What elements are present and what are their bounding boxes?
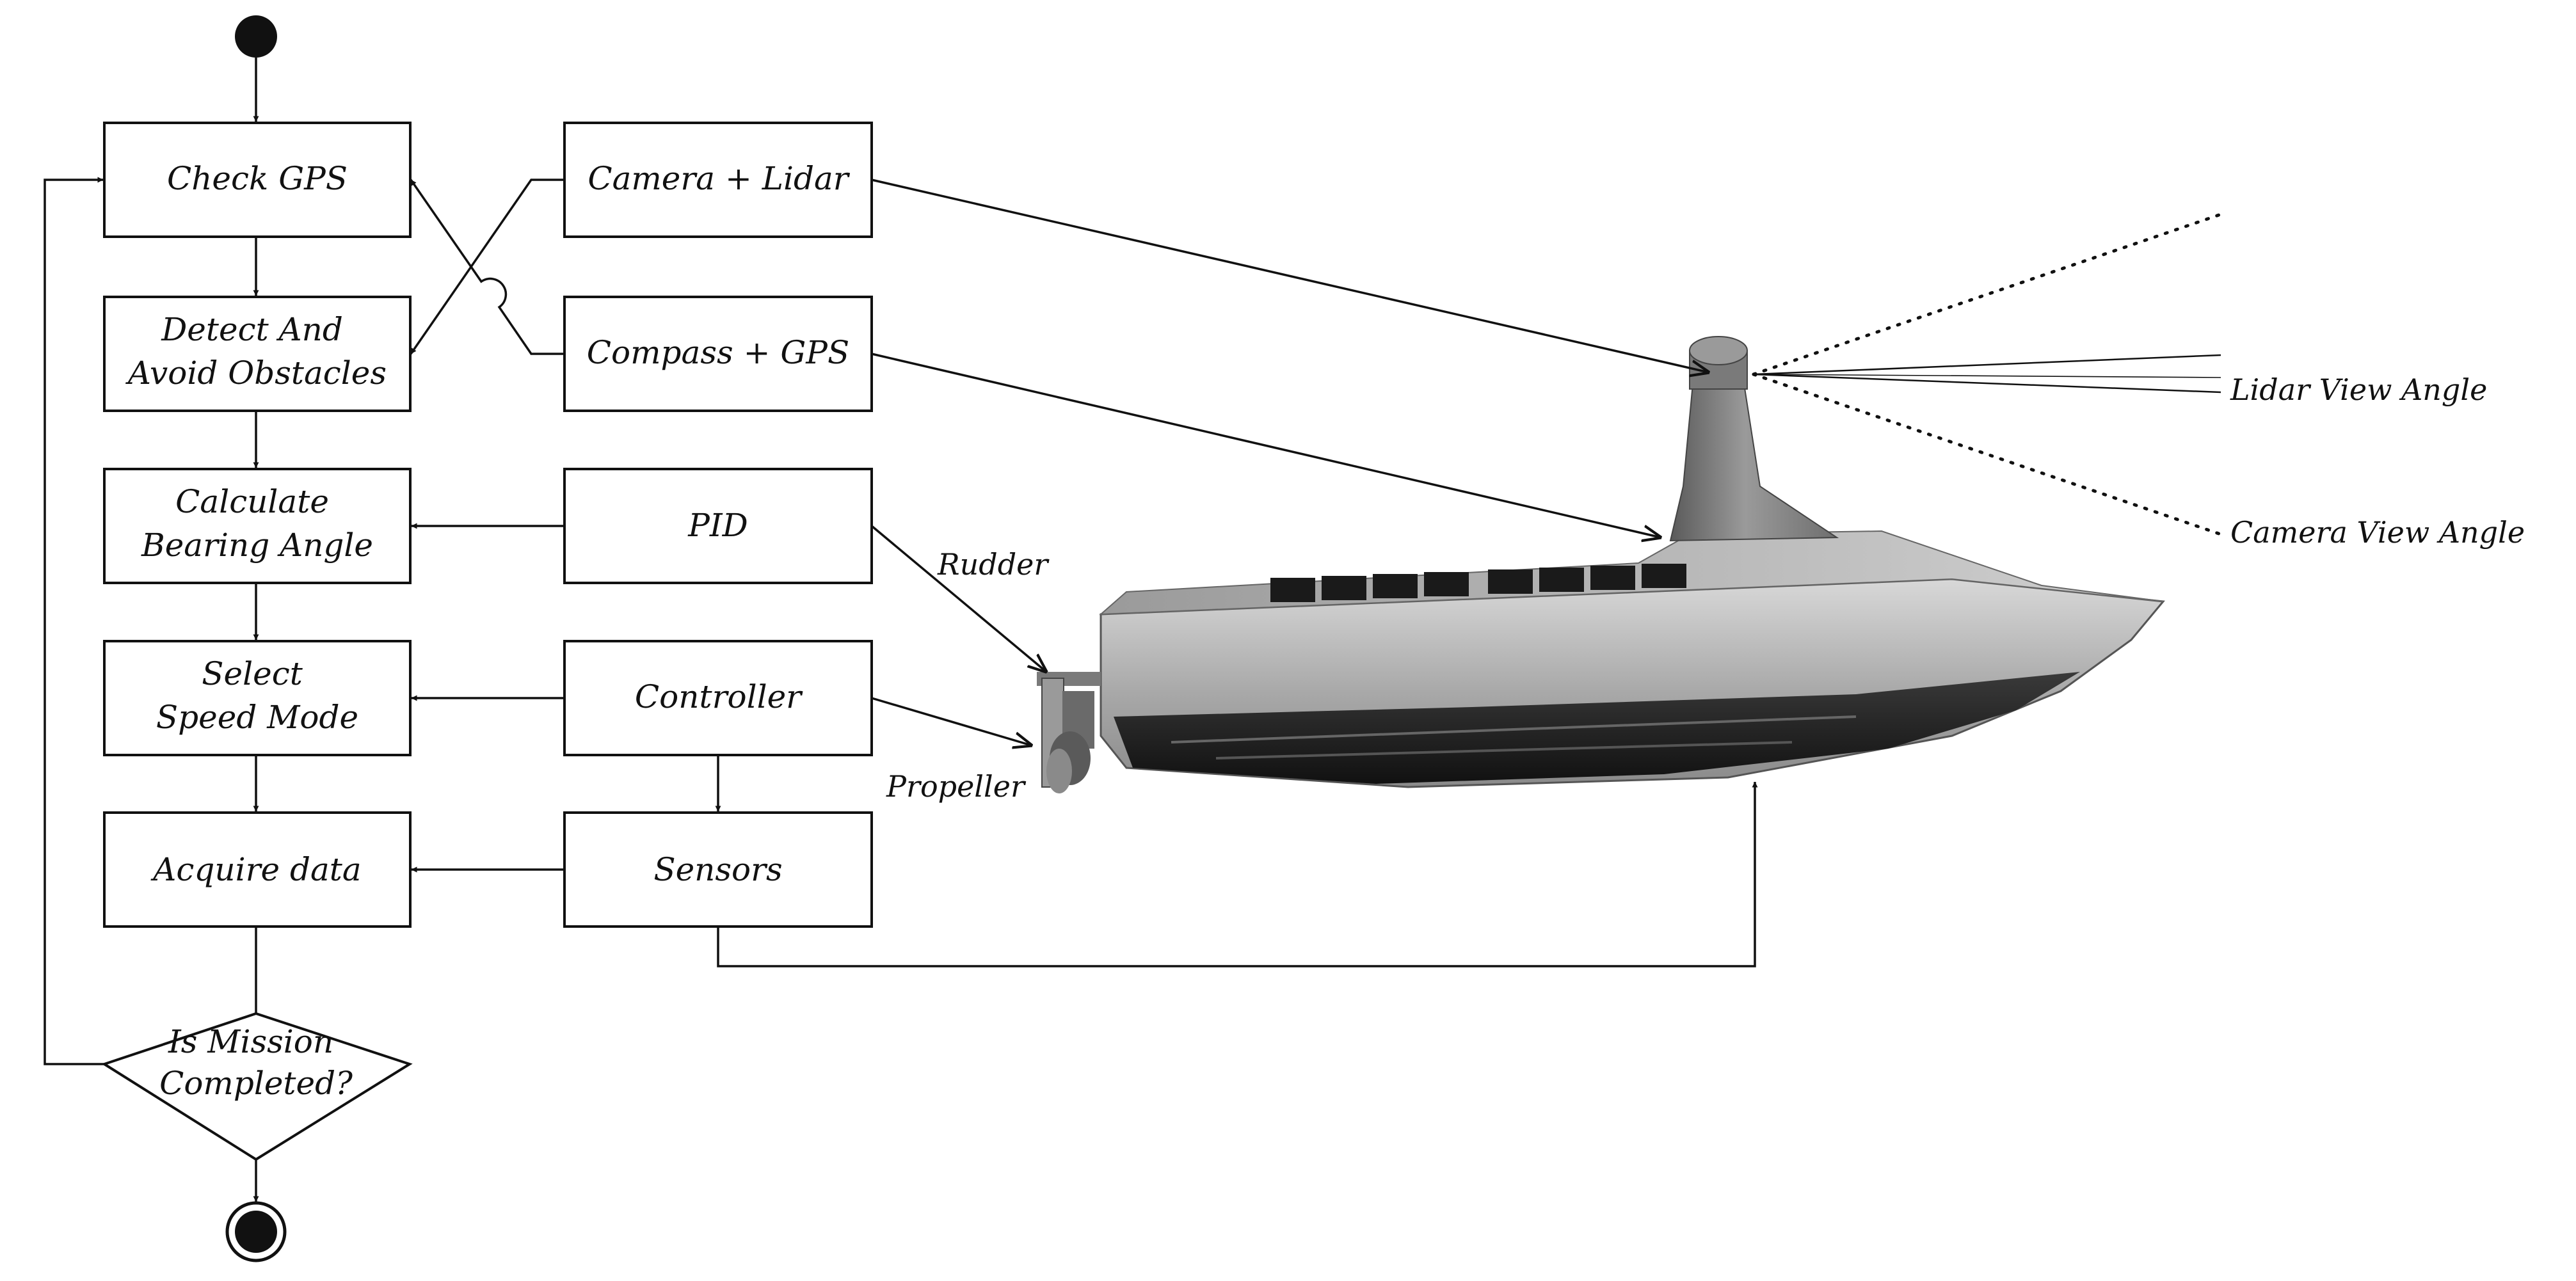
component-camera-lidar-label: Camera + Lidar — [588, 160, 850, 197]
step-select-speed-line-2: Speed Mode — [156, 699, 358, 736]
connector-camera-to-detect — [410, 179, 564, 354]
loop-back-connector — [44, 177, 104, 1065]
step-calc-bearing-line-1: Calculate — [175, 483, 329, 520]
connector-compass-to-check — [410, 179, 564, 355]
component-sensors: Sensors — [563, 811, 873, 928]
component-controller: Controller — [563, 640, 873, 756]
decision-mission-completed: Is Mission Completed? — [101, 1012, 413, 1161]
step-check-gps-label: Check GPS — [167, 160, 348, 197]
connector-sensors-to-vessel — [717, 781, 1758, 967]
svg-text:Select Speed Mode: Select Speed Mode — [156, 655, 358, 736]
step-acquire-data: Acquire data — [103, 811, 412, 928]
component-pid: PID — [563, 468, 873, 584]
step-calc-bearing: Calculate Bearing Angle — [103, 468, 412, 584]
component-camera-lidar: Camera + Lidar — [563, 122, 873, 238]
step-select-speed: Select Speed Mode — [103, 640, 412, 756]
step-check-gps: Check GPS — [103, 122, 412, 238]
lidar-view-mid — [1753, 374, 2221, 378]
camera-view-upper — [1752, 212, 2223, 376]
svg-text:Calculate Bearing Angle: Calculate Bearing Angle — [141, 483, 373, 564]
solar-panels — [1270, 564, 1686, 602]
connector-controller-to-propeller — [871, 697, 1032, 745]
camera-view-lower — [1752, 372, 2223, 536]
decision-line-1: Is Mission — [168, 1023, 333, 1060]
step-calc-bearing-line-2: Bearing Angle — [141, 527, 373, 564]
connector-compass-gps-to-vessel — [871, 353, 1661, 537]
svg-text:Controller: Controller — [635, 678, 803, 715]
svg-text:Check GPS: Check GPS — [167, 160, 348, 197]
usv-vessel-illustration — [1037, 336, 2165, 793]
svg-text:Sensors: Sensors — [653, 851, 782, 888]
step-detect-avoid-line-2: Avoid Obstacles — [125, 354, 387, 392]
svg-text:PID: PID — [687, 507, 748, 544]
decision-line-2: Completed? — [159, 1065, 353, 1102]
lidar-view-lower — [1753, 373, 2221, 394]
rudder-propeller-assembly — [1037, 672, 1101, 793]
svg-text:Is Mission Completed?: Is Mission Completed? — [159, 1023, 353, 1102]
camera-view-angle-label: Camera View Angle — [2230, 515, 2525, 550]
connector-camera-lidar-to-vessel — [871, 179, 1709, 372]
step-detect-avoid: Detect And Avoid Obstacles — [103, 296, 412, 412]
svg-text:Acquire data: Acquire data — [150, 851, 361, 888]
start-node — [235, 15, 277, 58]
step-select-speed-line-1: Select — [202, 655, 303, 692]
step-acquire-data-label: Acquire data — [150, 851, 361, 888]
component-pid-label: PID — [687, 507, 748, 544]
svg-text:Detect And Avoid Obstacl: Detect And Avoid Obstacles — [125, 311, 387, 392]
rudder-label: Rudder — [937, 547, 1050, 582]
end-node — [225, 1201, 287, 1262]
component-compass-gps-label: Compass + GPS — [587, 334, 849, 371]
lidar-view-upper — [1753, 354, 2221, 376]
step-detect-avoid-line-1: Detect And — [161, 311, 343, 348]
svg-text:Compass + GPS: Compass + GPS — [587, 334, 849, 371]
propeller-label: Propeller — [886, 769, 1027, 804]
svg-text:Camera + Lidar: Camera + Lidar — [588, 160, 850, 197]
component-sensors-label: Sensors — [653, 851, 782, 888]
component-controller-label: Controller — [635, 678, 803, 715]
connector-pid-to-rudder — [870, 525, 1046, 672]
lidar-view-angle-label: Lidar View Angle — [2230, 372, 2487, 407]
component-compass-gps: Compass + GPS — [563, 296, 873, 412]
